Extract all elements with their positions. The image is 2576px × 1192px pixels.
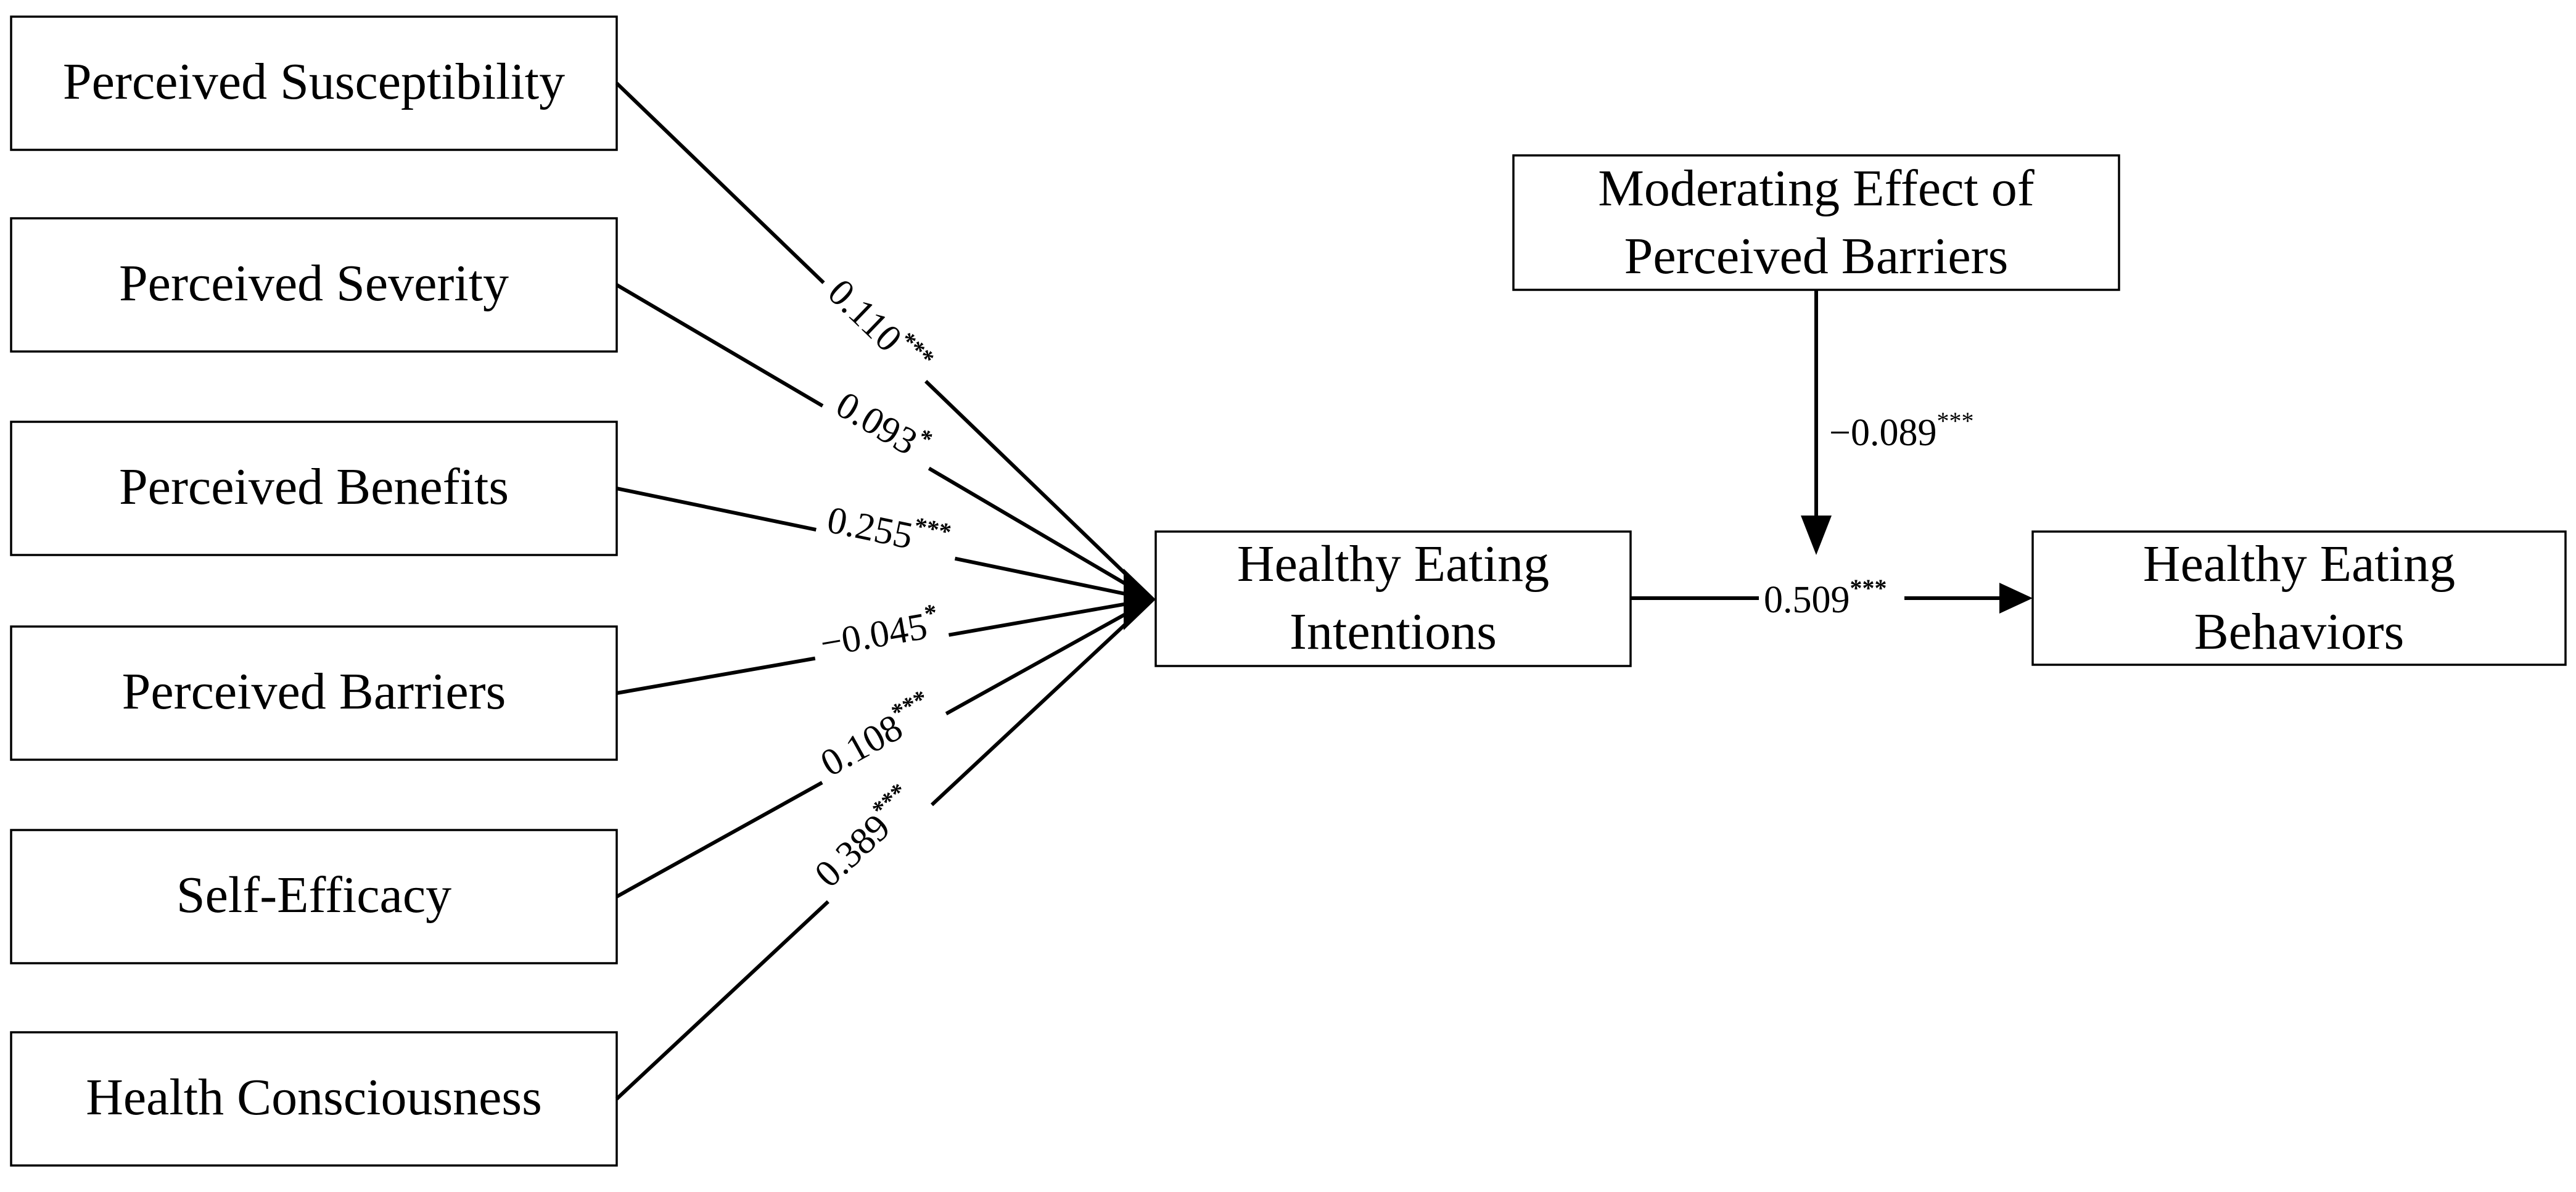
- predictor-label: Health Consciousness: [86, 1069, 542, 1126]
- predictor-label: Perceived Barriers: [122, 663, 506, 720]
- moderator-path: −0.089***: [1801, 290, 1973, 555]
- intentions-label-line2: Intentions: [1290, 603, 1497, 660]
- moderator-coefficient: −0.089***: [1829, 407, 1973, 454]
- behaviors-box: Healthy Eating Behaviors: [2031, 530, 2567, 666]
- main-path-coefficient: 0.509***: [1764, 574, 1887, 621]
- predictor-box-benefits: Perceived Benefits: [10, 421, 618, 556]
- converging-arrowhead: [1124, 569, 1156, 630]
- moderator-label-line2: Perceived Barriers: [1624, 228, 2009, 285]
- predictor-label: Perceived Benefits: [119, 458, 509, 516]
- predictor-box-self-efficacy: Self-Efficacy: [10, 829, 618, 964]
- coef-barriers: −0.045*: [817, 598, 943, 665]
- predictor-label: Self-Efficacy: [176, 866, 451, 924]
- intentions-box: Healthy Eating Intentions: [1154, 530, 1632, 667]
- behaviors-label-line2: Behaviors: [2194, 603, 2405, 660]
- coef-health-consciousness: 0.389***: [804, 778, 926, 896]
- main-path-arrowhead: [1999, 583, 2033, 614]
- moderator-arrowhead: [1801, 516, 1832, 555]
- predictor-coefficients: 0.110*** 0.093* 0.255*** −0.045* 0.108**…: [804, 268, 961, 904]
- behaviors-label-line1: Healthy Eating: [2143, 535, 2455, 593]
- intentions-label-line1: Healthy Eating: [1237, 535, 1549, 593]
- predictor-label: Perceived Severity: [119, 255, 509, 312]
- moderator-label-line1: Moderating Effect of: [1598, 160, 2035, 217]
- predictor-label: Perceived Susceptibility: [63, 53, 565, 110]
- main-path: 0.509***: [1631, 574, 2033, 621]
- predictor-box-susceptibility: Perceived Susceptibility: [10, 15, 618, 151]
- predictor-box-severity: Perceived Severity: [10, 217, 618, 353]
- predictor-box-health-consciousness: Health Consciousness: [10, 1031, 618, 1167]
- predictor-paths: [615, 81, 1156, 1101]
- moderator-box: Moderating Effect of Perceived Barriers: [1512, 154, 2120, 291]
- predictor-box-barriers: Perceived Barriers: [10, 625, 618, 761]
- coef-susceptibility: 0.110***: [820, 268, 940, 386]
